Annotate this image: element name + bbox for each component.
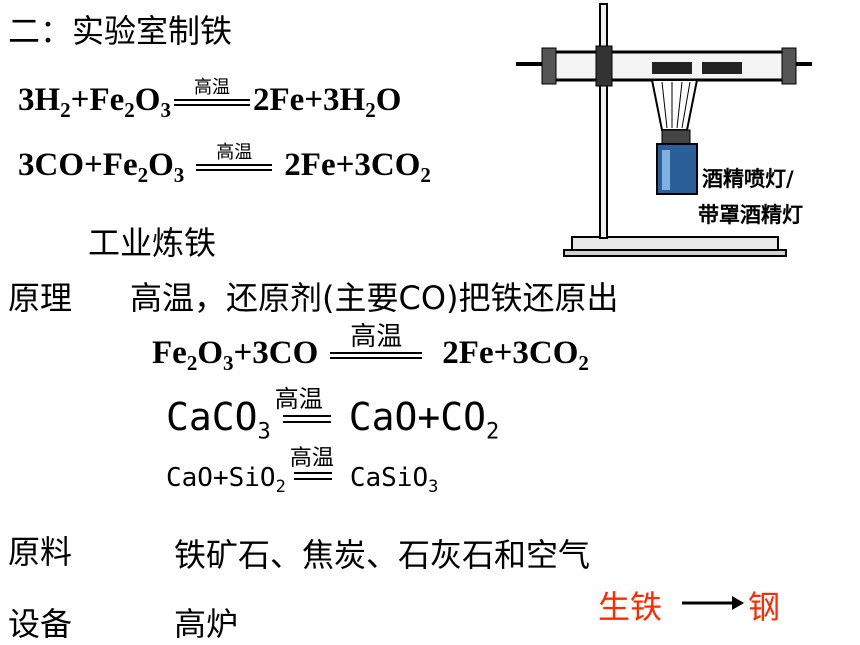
condition-arrow: 高温: [171, 78, 253, 110]
right-arrow-icon: [682, 596, 744, 610]
equipment-label: 设备: [8, 605, 73, 643]
pig-iron-label: 生铁: [598, 588, 663, 626]
condition-arrow: 高温: [318, 323, 442, 363]
materials-text: 铁矿石、焦炭、石灰石和空气: [174, 536, 591, 574]
industrial-title: 工业炼铁: [88, 224, 217, 262]
lamp-label-line2: 带罩酒精灯: [698, 203, 803, 227]
lamp-label-line1: 酒精喷灯/: [702, 167, 794, 191]
principle-text: 高温，还原剂(主要CO)把铁还原出: [130, 279, 619, 317]
condition-arrow: 高温: [184, 143, 284, 175]
equipment-text: 高炉: [174, 605, 239, 643]
section-heading: 二：实验室制铁: [8, 12, 233, 50]
principle-label: 原理: [8, 279, 73, 317]
materials-label: 原料: [8, 533, 73, 571]
lab-apparatus-illustration: 酒精喷灯/ 带罩酒精灯: [516, 3, 812, 257]
steel-label: 钢: [748, 588, 781, 626]
